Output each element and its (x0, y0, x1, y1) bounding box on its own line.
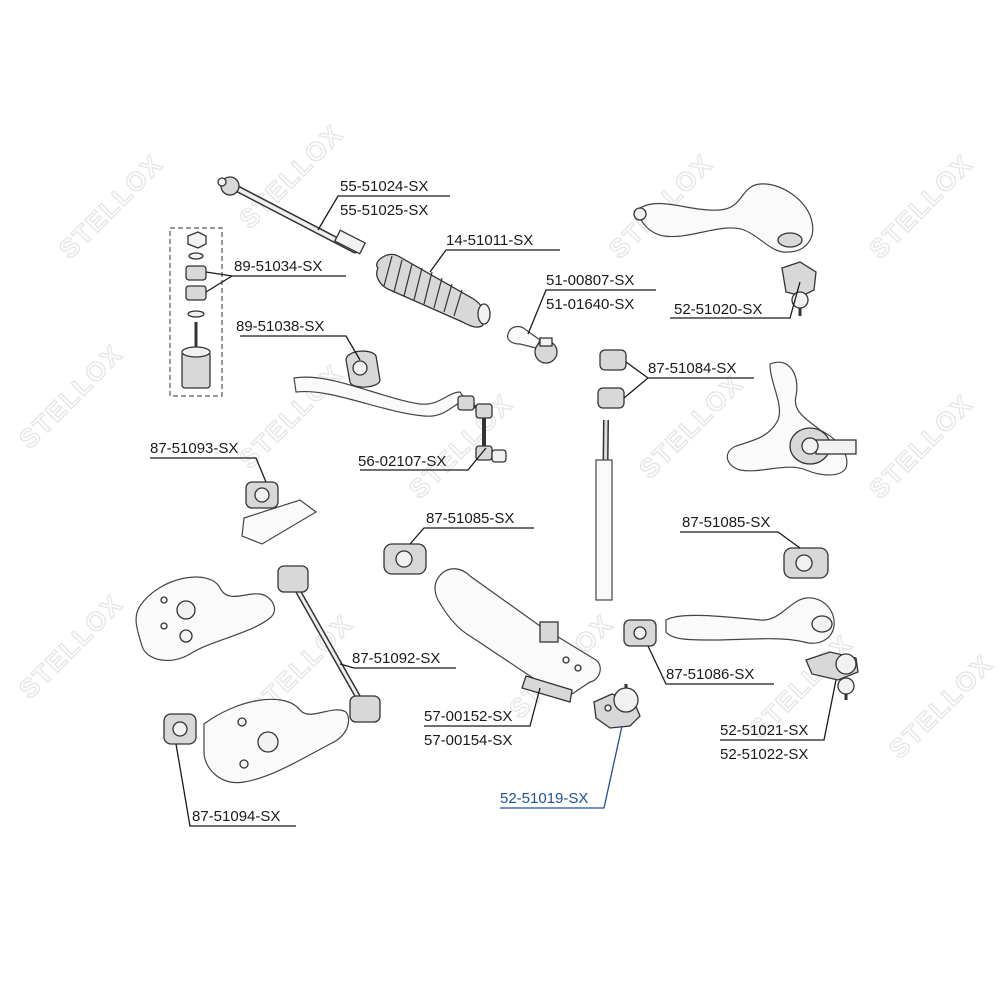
ball-joint-52-51021-part (805, 651, 859, 700)
front-lower-arm-part (623, 597, 835, 647)
bushing-87-51085-right-part (783, 547, 829, 579)
bushing-87-51093-part (241, 481, 318, 545)
stabilizer-bar-part (293, 350, 468, 417)
upper-control-arm-part (633, 183, 817, 316)
label-56-02107-sx[interactable]: 56-02107-SX (358, 453, 446, 470)
rear-bracket-lower-part (203, 698, 350, 784)
watermark: STELLOX (633, 368, 749, 484)
lower-control-arm-part (434, 568, 601, 703)
label-52-51020-sx[interactable]: 52-51020-SX (674, 301, 762, 318)
label-14-51011-sx[interactable]: 14-51011-SX (446, 232, 533, 249)
bushing-87-51094-part (163, 713, 197, 745)
shock-absorber-part (595, 349, 627, 601)
label-52-51019-sx-highlighted[interactable]: 52-51019-SX (500, 790, 588, 807)
stabilizer-mount-kit-part (169, 227, 223, 397)
watermark: STELLOX (13, 588, 129, 704)
steering-knuckle-part (726, 361, 857, 476)
link-87-51092-part (277, 565, 381, 723)
tie-rod-end-part (507, 325, 558, 364)
watermark: STELLOX (233, 358, 349, 474)
bushing-87-51085-left-part (383, 543, 427, 575)
watermark: STELLOX (13, 338, 129, 454)
label-52-51022-sx[interactable]: 52-51022-SX (720, 746, 808, 763)
label-51-01640-sx[interactable]: 51-01640-SX (546, 296, 634, 313)
label-57-00154-sx[interactable]: 57-00154-SX (424, 732, 512, 749)
label-87-51085-sx-right[interactable]: 87-51085-SX (682, 514, 770, 531)
stabilizer-link-part (457, 395, 507, 463)
label-51-00807-sx[interactable]: 51-00807-SX (546, 272, 634, 289)
leader-lines (150, 195, 837, 827)
watermark: STELLOX (883, 648, 999, 764)
label-87-51092-sx[interactable]: 87-51092-SX (352, 650, 440, 667)
part-number-labels: 55-51024-SX 55-51025-SX 14-51011-SX 89-5… (150, 178, 808, 825)
label-87-51085-sx-left[interactable]: 87-51085-SX (426, 510, 514, 527)
label-55-51024-sx[interactable]: 55-51024-SX (340, 178, 428, 195)
label-55-51025-sx[interactable]: 55-51025-SX (340, 202, 428, 219)
inner-tie-rod-part (217, 176, 367, 255)
label-52-51021-sx[interactable]: 52-51021-SX (720, 722, 808, 739)
label-87-51094-sx[interactable]: 87-51094-SX (192, 808, 280, 825)
steering-boot-part (376, 253, 491, 328)
watermark: STELLOX (53, 148, 169, 264)
watermark: STELLOX (863, 148, 979, 264)
watermark: STELLOX (863, 388, 979, 504)
lower-ball-joint-part (593, 684, 641, 729)
label-87-51086-sx[interactable]: 87-51086-SX (666, 666, 754, 683)
rear-bracket-upper-part (135, 576, 275, 662)
label-89-51038-sx[interactable]: 89-51038-SX (236, 318, 324, 335)
label-57-00152-sx[interactable]: 57-00152-SX (424, 708, 512, 725)
label-87-51084-sx[interactable]: 87-51084-SX (648, 360, 736, 377)
label-87-51093-sx[interactable]: 87-51093-SX (150, 440, 238, 457)
label-89-51034-sx[interactable]: 89-51034-SX (234, 258, 322, 275)
